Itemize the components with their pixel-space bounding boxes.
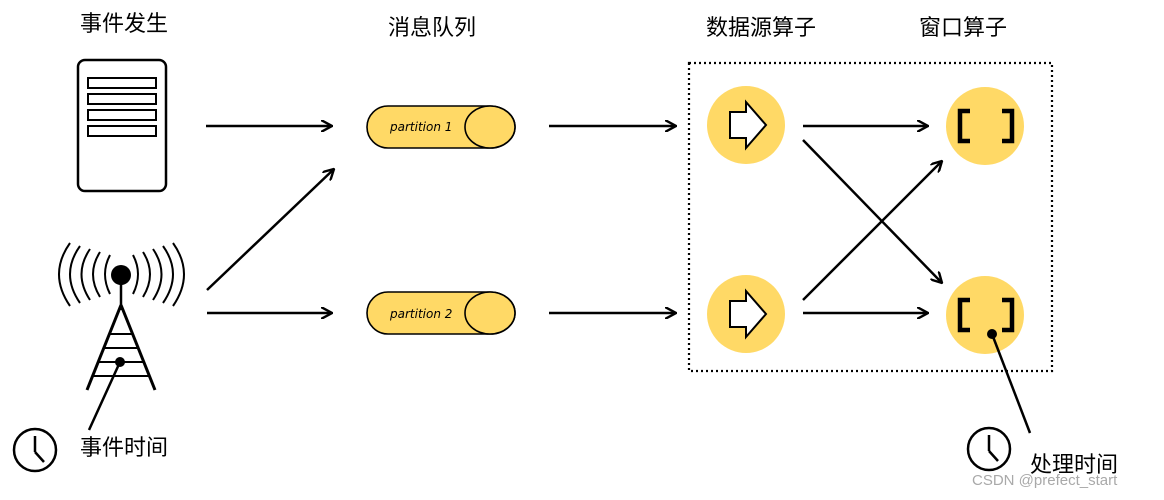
source-operator-2 xyxy=(707,275,785,353)
window-operator-2 xyxy=(946,276,1024,354)
partition-1-cylinder xyxy=(366,105,516,149)
processing-time-pointer-line xyxy=(990,333,1032,434)
processing-time-clock-icon xyxy=(966,426,1012,472)
arrow-source-1-to-window-2 xyxy=(802,139,942,283)
header-window-operator: 窗口算子 xyxy=(919,16,1008,41)
event-time-label: 事件时间 xyxy=(80,436,169,461)
source-operator-1 xyxy=(707,86,785,164)
antenna-tower-icon xyxy=(58,242,185,391)
bracket-left-icon xyxy=(957,108,970,144)
header-source-operator: 数据源算子 xyxy=(706,16,817,41)
partition-2-cylinder xyxy=(366,291,516,335)
event-time-pointer-line xyxy=(87,361,122,431)
right-arrow-icon xyxy=(729,99,768,151)
bracket-left-icon xyxy=(957,297,970,333)
window-operator-1 xyxy=(946,87,1024,165)
server-icon xyxy=(76,58,168,193)
partition-2-label: partition 2 xyxy=(389,307,452,321)
header-event-occur: 事件发生 xyxy=(80,12,169,37)
partition-1-label: partition 1 xyxy=(389,120,452,134)
bracket-right-icon xyxy=(1002,297,1015,333)
antenna-top-dot xyxy=(111,265,131,285)
arrow-tower-to-partition-1 xyxy=(206,169,334,291)
right-arrow-icon xyxy=(729,288,768,340)
bracket-right-icon xyxy=(1002,108,1015,144)
processing-time-label: 处理时间 xyxy=(1030,453,1119,478)
arrow-source-2-to-window-1 xyxy=(802,161,942,301)
event-time-clock-icon xyxy=(12,427,58,473)
watermark: CSDN @prefect_start xyxy=(972,472,1118,489)
header-message-queue: 消息队列 xyxy=(388,16,477,41)
operator-group-box xyxy=(687,61,1054,373)
